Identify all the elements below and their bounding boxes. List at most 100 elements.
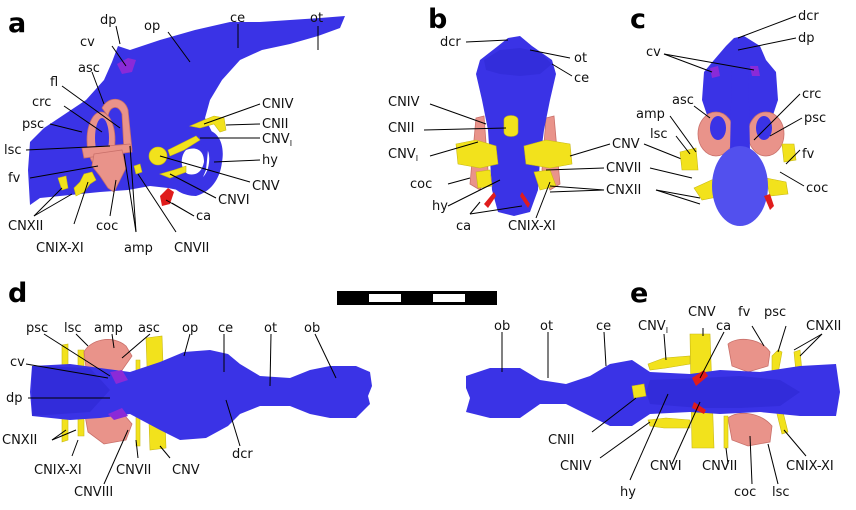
- nerve-CNVII: [133, 163, 143, 175]
- label-cv: cv: [80, 35, 95, 50]
- label-ot-e: ot: [540, 319, 553, 334]
- label-CNV-shared: CNV: [612, 137, 640, 152]
- nerve-CNV-b-left: [455, 139, 499, 169]
- label-hy-b: hy: [432, 199, 448, 214]
- nerve-CNV-c-left: [679, 147, 699, 171]
- brain-column-c: [730, 60, 750, 150]
- nerve-CNV1: [167, 135, 201, 157]
- label-CNV-d: CNV: [172, 463, 200, 478]
- label-lsc-c: lsc: [650, 127, 668, 142]
- label-fv-e: fv: [738, 305, 751, 320]
- label-CNVII: CNVII: [174, 241, 209, 256]
- brain-endocast-lateral: [28, 16, 345, 205]
- label-crc-c: crc: [802, 87, 821, 102]
- label-asc: asc: [78, 61, 100, 76]
- nerve-CNIV-e: [647, 417, 691, 429]
- label-dcr-c: dcr: [798, 9, 819, 24]
- label-fl: fl: [50, 75, 58, 90]
- hypophysis: [170, 129, 223, 196]
- nerve-CNV-c-right: [781, 143, 797, 163]
- label-coc-e: coc: [734, 485, 756, 500]
- shared-labels-bc: CNV CNVII CNXII: [545, 137, 701, 205]
- cerebral-vein: [117, 58, 136, 74]
- nerve-CNV1-e: [647, 355, 691, 371]
- panel-a: a: [4, 8, 345, 256]
- label-hy-e: hy: [620, 485, 636, 500]
- label-CNXII-shared: CNXII: [606, 183, 641, 198]
- inner-ear-e-bottom: [727, 412, 773, 447]
- panel-letter-d: d: [8, 278, 27, 309]
- scale-bar-frame: [337, 291, 497, 305]
- label-CNIV-e: CNIV: [560, 459, 592, 474]
- foramen-magnum-region: [712, 146, 768, 226]
- label-fv: fv: [8, 171, 21, 186]
- label-ot-d: ot: [264, 321, 277, 336]
- label-ob-e: ob: [494, 319, 510, 334]
- label-lsc: lsc: [4, 143, 22, 158]
- label-CNXII-d: CNXII: [2, 433, 37, 448]
- brain-midline-e: [646, 376, 800, 408]
- label-dp-c: dp: [798, 31, 815, 46]
- leader-lines-b: [423, 39, 573, 219]
- label-ce: ce: [230, 11, 245, 26]
- cerebral-vein-d-top: [110, 370, 128, 384]
- label-asc-d: asc: [138, 321, 160, 336]
- panel-letter-a: a: [8, 8, 26, 39]
- carotid-artery-b-right: [520, 192, 530, 208]
- label-coc: coc: [96, 219, 118, 234]
- label-CNVII-shared: CNVII: [606, 161, 641, 176]
- carotid-artery: [160, 188, 174, 206]
- nerve-CNV-ganglion: [148, 146, 168, 166]
- label-cv-c: cv: [646, 45, 661, 60]
- carotid-artery-c: [764, 194, 774, 210]
- label-CNXII: CNXII: [8, 219, 43, 234]
- scale-bar: [337, 291, 497, 305]
- labels-c: dcr dp cv crc asc amp psc lsc fv coc: [636, 9, 828, 196]
- panel-c: c dcr dp cv cr: [630, 4, 828, 226]
- labels-d: psc lsc amp asc op ce ot ob cv dp CNXII …: [2, 321, 320, 500]
- label-CNII: CNII: [262, 117, 288, 132]
- label-ot-b: ot: [574, 51, 587, 66]
- label-CNVI-e: CNVI: [650, 459, 682, 474]
- label-CNV1-b: CNVI: [388, 147, 418, 163]
- label-dcr-d: dcr: [232, 447, 253, 462]
- leader-lines-d: [25, 333, 337, 485]
- label-CNXII-e: CNXII: [806, 319, 841, 334]
- nerve-CNXII-b-left: [475, 169, 493, 189]
- label-CNVII-d: CNVII: [116, 463, 151, 478]
- label-cv-d: cv: [10, 355, 25, 370]
- leader-lines-c: [663, 15, 805, 187]
- nerve-CNXII-c-right: [765, 177, 789, 197]
- label-ce-e: ce: [596, 319, 611, 334]
- label-ca-e: ca: [716, 319, 731, 334]
- label-coc-b: coc: [410, 177, 432, 192]
- label-ce-b: ce: [574, 71, 589, 86]
- leader-lines-a: [25, 24, 319, 233]
- label-hy: hy: [262, 153, 278, 168]
- label-CNIX-XI-b: CNIX-XI: [508, 219, 556, 234]
- panel-d: d psc: [2, 278, 372, 500]
- nerve-CNVII-e: [723, 415, 729, 449]
- label-ca-b: ca: [456, 219, 471, 234]
- label-CNII-b: CNII: [388, 121, 414, 136]
- label-CNVIII-d: CNVIII: [74, 485, 113, 500]
- label-dcr-b: dcr: [440, 35, 461, 50]
- label-psc-e: psc: [764, 305, 786, 320]
- panel-b: b dcr ot ce CNIV CNII: [388, 4, 589, 234]
- cerebral-vein-d-bottom: [108, 408, 128, 420]
- inner-ear-a: [81, 98, 133, 193]
- label-CNIV-b: CNIV: [388, 95, 420, 110]
- cerebral-vein-c-left: [710, 66, 720, 78]
- label-CNII-e: CNII: [548, 433, 574, 448]
- cerebral-vein-c-right: [750, 66, 760, 76]
- label-asc-c: asc: [672, 93, 694, 108]
- label-amp: amp: [124, 241, 153, 256]
- label-lsc-e: lsc: [772, 485, 790, 500]
- label-ca: ca: [196, 209, 211, 224]
- label-CNV: CNV: [252, 179, 280, 194]
- label-amp-d: amp: [94, 321, 123, 336]
- nerve-CNII-b: [503, 115, 519, 137]
- label-dp-d: dp: [6, 391, 23, 406]
- brain-olfactory-front: [484, 48, 552, 76]
